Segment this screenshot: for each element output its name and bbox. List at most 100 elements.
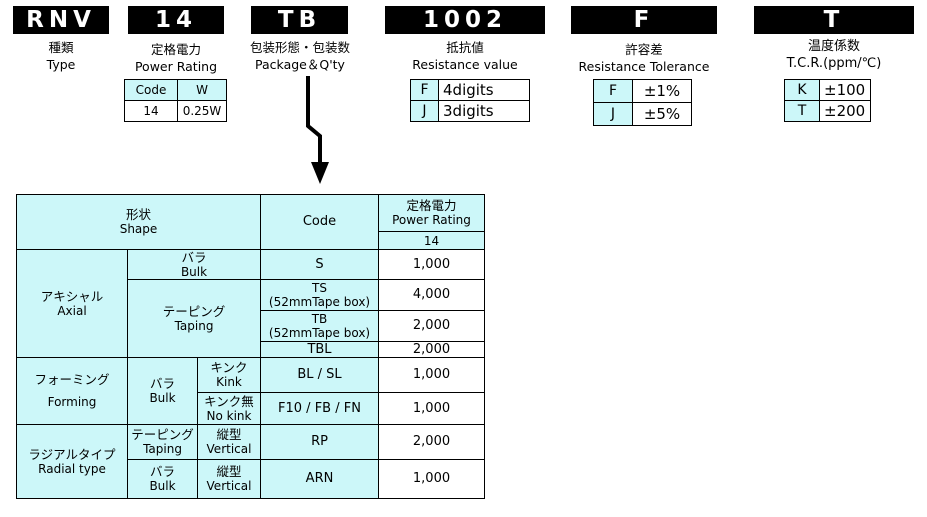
code-tb-main: TB: [311, 312, 328, 326]
res-desc-f: 4digits: [438, 79, 530, 101]
tcr-table: K ±100 T ±200: [784, 79, 871, 122]
axial-taping-label: テーピング Taping: [127, 279, 261, 358]
forming-label: フォーミング Forming: [16, 357, 128, 425]
tol-desc-f: ±1%: [632, 79, 692, 103]
code-power: 14: [128, 6, 224, 34]
res-desc-j: 3digits: [438, 100, 530, 122]
code-s: S: [260, 249, 379, 280]
kink-en: Kink: [216, 375, 242, 389]
rating-header: 定格電力 Power Rating: [378, 194, 485, 232]
tcr-code-k: K: [784, 79, 820, 101]
tol-code-j: J: [593, 102, 633, 126]
label-resistance-ja: 抵抗値: [446, 40, 484, 55]
label-type-en: Type: [46, 57, 76, 72]
radial-taping-ja: テーピング: [131, 427, 194, 442]
code-ts-note: (52mmTape box): [268, 295, 371, 309]
power-cell-w: 0.25W: [177, 100, 227, 122]
shape-header-en: Shape: [119, 222, 158, 236]
code-f10: F10 / FB / FN: [260, 392, 379, 425]
axial-bulk-en: Bulk: [180, 264, 208, 279]
radial-taping-en: Taping: [143, 442, 182, 456]
label-power-en: Power Rating: [134, 59, 218, 74]
vertical1-label: 縦型 Vertical: [197, 424, 261, 460]
nokink-label: キンク無 No kink: [197, 392, 261, 425]
code-ts-main: TS: [312, 281, 327, 295]
code-tolerance: F: [571, 6, 717, 34]
radial-label: ラジアルタイプ Radial type: [16, 424, 128, 499]
axial-ja: アキシャル: [40, 288, 104, 304]
rating-header-en: Power Rating: [392, 213, 471, 227]
qty-rp: 2,000: [378, 424, 485, 460]
axial-bulk-ja: バラ: [181, 249, 207, 265]
res-code-f: F: [410, 79, 439, 101]
vertical1-en: Vertical: [206, 442, 252, 456]
qty-arn: 1,000: [378, 459, 485, 499]
axial-taping-en: Taping: [174, 318, 214, 333]
forming-bulk-en: Bulk: [149, 391, 176, 405]
power-head-code: Code: [124, 79, 178, 101]
vertical2-ja: 縦型: [216, 464, 242, 479]
label-resistance-en: Resistance value: [412, 57, 518, 72]
qty-ts: 4,000: [378, 279, 485, 311]
tol-code-f: F: [593, 79, 633, 103]
code-type: RNV: [13, 6, 109, 34]
label-power-ja: 定格電力: [150, 42, 201, 57]
label-power: 定格電力 Power Rating: [116, 41, 236, 75]
label-type: 種類 Type: [13, 39, 109, 73]
resistance-table: F 4digits J 3digits: [410, 79, 530, 122]
res-code-j: J: [410, 100, 439, 122]
nokink-en: No kink: [206, 408, 252, 423]
code-package: TB: [251, 6, 348, 34]
label-package-en: Package＆Q'ty: [255, 57, 345, 72]
code-resistance: 1002: [385, 6, 545, 34]
kink-ja: キンク: [210, 360, 248, 375]
qty-s: 1,000: [378, 249, 485, 280]
label-resistance: 抵抗値 Resistance value: [385, 39, 545, 73]
code-tcr: T: [754, 6, 914, 34]
forming-bulk-label: バラ Bulk: [127, 357, 198, 425]
vertical2-en: Vertical: [206, 479, 252, 493]
rating-code: 14: [378, 231, 485, 250]
label-tolerance-en: Resistance Tolerance: [578, 59, 710, 74]
axial-en: Axial: [57, 303, 87, 318]
packaging-table: 形状 Shape Code 定格電力 Power Rating 14 アキシャル…: [16, 194, 485, 499]
power-head-w: W: [177, 79, 227, 101]
radial-bulk-ja: バラ: [149, 464, 175, 479]
down-arrow-icon: [306, 76, 329, 184]
shape-header-ja: 形状: [125, 207, 151, 222]
axial-label: アキシャル Axial: [16, 249, 128, 358]
label-type-ja: 種類: [48, 40, 74, 55]
qty-tb: 2,000: [378, 310, 485, 342]
label-package: 包装形態・包装数 Package＆Q'ty: [236, 39, 364, 73]
qty-f10: 1,000: [378, 392, 485, 425]
qty-tbl: 2,000: [378, 341, 485, 358]
vertical1-ja: 縦型: [216, 427, 242, 442]
radial-bulk-en: Bulk: [149, 479, 176, 493]
axial-taping-ja: テーピング: [162, 303, 226, 319]
code-tb-note: (52mmTape box): [268, 326, 371, 340]
nokink-ja: キンク無: [204, 393, 254, 409]
forming-ja: フォーミング: [34, 372, 110, 387]
tcr-desc-k: ±100: [819, 79, 871, 101]
tcr-desc-t: ±200: [819, 100, 871, 122]
power-rating-table: Code W 14 0.25W: [124, 79, 227, 122]
code-arn: ARN: [260, 459, 379, 499]
forming-bulk-ja: バラ: [149, 376, 175, 391]
code-tb: TB (52mmTape box): [260, 310, 379, 342]
radial-ja: ラジアルタイプ: [28, 446, 116, 462]
radial-bulk-label: バラ Bulk: [127, 459, 198, 499]
axial-bulk-label: バラ Bulk: [127, 249, 261, 280]
kink-label: キンク Kink: [197, 357, 261, 393]
power-cell-code: 14: [124, 100, 178, 122]
label-tcr: 温度係数 T.C.R.(ppm/℃): [754, 38, 914, 72]
label-tolerance: 許容差 Resistance Tolerance: [566, 41, 722, 75]
vertical2-label: 縦型 Vertical: [197, 459, 261, 499]
forming-en: Forming: [47, 395, 97, 409]
code-bl: BL / SL: [260, 357, 379, 393]
code-header: Code: [260, 194, 379, 250]
tol-desc-j: ±5%: [632, 102, 692, 126]
radial-taping-label: テーピング Taping: [127, 424, 198, 460]
label-tcr-ja: 温度係数: [807, 39, 860, 54]
rating-header-ja: 定格電力: [406, 198, 457, 213]
radial-en: Radial type: [38, 461, 106, 476]
